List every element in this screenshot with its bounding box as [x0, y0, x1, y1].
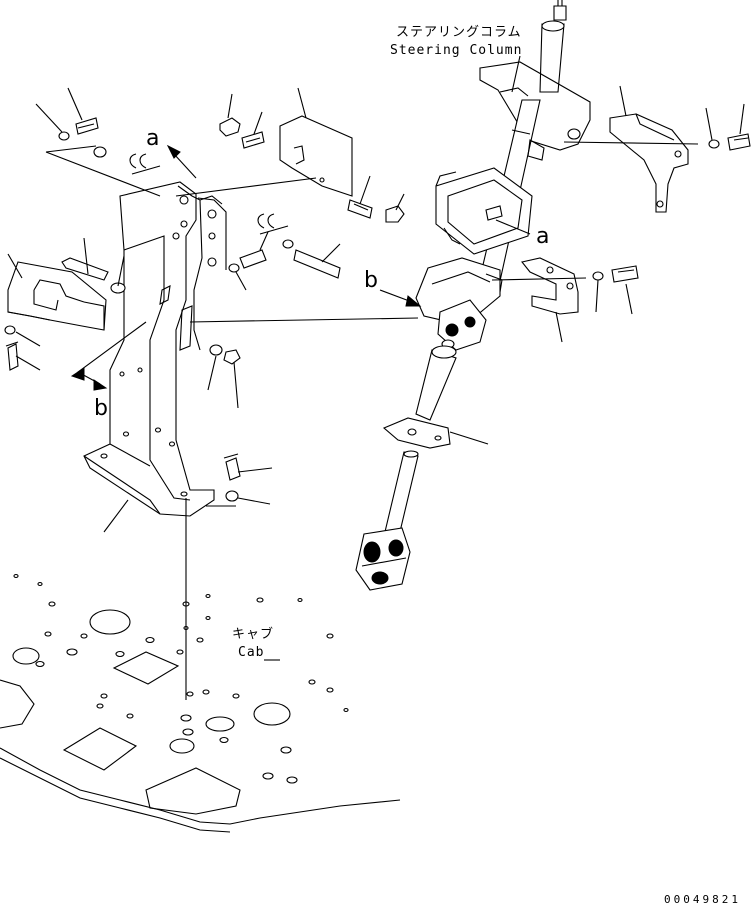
column-pedestal-bracket — [83, 181, 227, 517]
reference-b-left: b — [94, 396, 108, 421]
bolt-icon — [75, 117, 99, 135]
nut-icon — [223, 349, 241, 365]
drawing-id: 00049821 — [664, 893, 741, 906]
cab-label-en: Cab — [238, 645, 265, 660]
bolt-icon — [223, 453, 241, 481]
steering-column — [355, 0, 591, 591]
nut-icon — [385, 205, 405, 223]
reference-a-right: a — [536, 224, 550, 249]
washer-icon — [282, 239, 294, 249]
cab-floor-plate — [0, 573, 401, 833]
washer-icon — [708, 139, 720, 149]
reference-b-right: b — [364, 268, 378, 293]
mount-bracket-upper-right — [609, 113, 689, 213]
arrowhead-icon — [166, 144, 197, 179]
steering-cover-panel — [279, 115, 353, 197]
nut-icon — [219, 117, 241, 137]
bolt-icon — [239, 249, 267, 269]
washer-icon — [228, 263, 240, 273]
washer-icon — [93, 146, 107, 158]
arrowhead-icon — [70, 321, 147, 391]
mount-bracket-lower-right — [521, 257, 579, 315]
pin-bolt-icon — [61, 257, 126, 294]
washer-icon — [58, 131, 70, 141]
bolt-icon — [5, 341, 19, 371]
bolt-icon — [293, 249, 341, 279]
steering-column-label-en: Steering Column — [390, 43, 523, 58]
bolt-icon — [347, 199, 373, 219]
steering-column-label-jp: ステアリングコラム — [396, 25, 522, 40]
arrowhead-icon — [379, 289, 422, 307]
floor-bolt-holes — [13, 573, 349, 784]
cab-label-jp: キャブ — [232, 627, 275, 642]
washer-icon — [4, 325, 16, 335]
washer-icon — [209, 344, 223, 356]
clip-icon — [129, 153, 289, 235]
reference-a-top: a — [146, 126, 160, 151]
washer-icon — [225, 490, 239, 502]
washer-icon — [592, 271, 604, 281]
bolt-icon — [727, 133, 751, 151]
mount-bracket-left — [7, 261, 107, 331]
bolt-icon — [611, 265, 639, 283]
universal-joint-icon — [355, 527, 411, 591]
bolt-icon — [241, 131, 265, 149]
